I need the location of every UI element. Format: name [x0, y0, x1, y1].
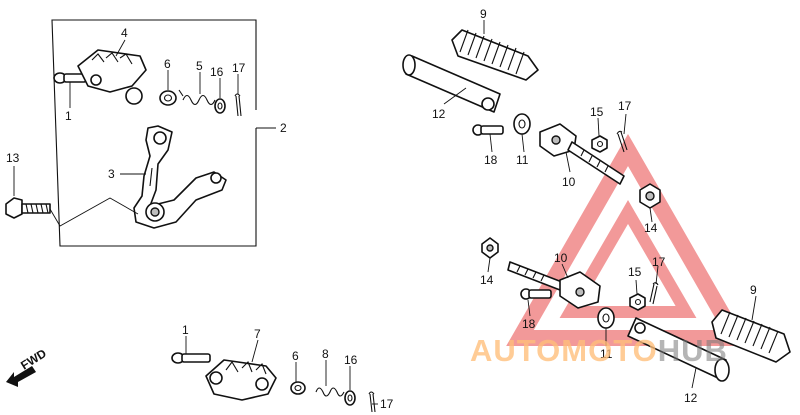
pin-18 [472, 124, 504, 136]
watermark-text-part2: HUB [657, 333, 728, 368]
assembly-frame [51, 19, 276, 247]
callout-9-lower: 9 [750, 283, 757, 297]
callout-15: 15 [590, 105, 604, 119]
bolt-13-leader [49, 197, 139, 227]
peg-shaft-12-lower [627, 317, 730, 382]
watermark-logo [506, 133, 750, 346]
callout-12-lower: 12 [684, 391, 698, 405]
callout-11: 11 [516, 153, 529, 167]
callout-15-lower: 15 [628, 265, 642, 279]
pin-18-lower [520, 288, 552, 300]
callout-5: 5 [196, 59, 203, 73]
callout-10-lower: 10 [554, 251, 568, 265]
watermark-text-part1: AUTOMOTO [470, 333, 658, 368]
right-footpeg-assembly-upper [402, 29, 628, 185]
frame-outline [51, 19, 257, 247]
cotter-pin-17 [234, 93, 242, 117]
callout-6: 6 [164, 57, 171, 71]
leader-lines [13, 20, 757, 405]
cotter-pin-17-right [649, 282, 659, 305]
washer-11 [513, 113, 531, 135]
bolt-13 [5, 197, 139, 227]
collar-6 [159, 90, 177, 106]
pivot-pin-1-lower [171, 352, 211, 364]
nut-15-lower [629, 293, 646, 311]
callout-labels: 4 1 6 5 16 17 2 3 13 1 7 6 8 16 17 9 12 … [6, 7, 757, 411]
collar-6-lower [290, 381, 306, 395]
bottom-left-footpeg-group [171, 352, 376, 413]
callout-7: 7 [254, 327, 261, 341]
washer-16 [214, 98, 226, 114]
nut-15 [591, 135, 608, 153]
callout-17: 17 [232, 61, 246, 75]
callout-18: 18 [484, 153, 498, 167]
callout-3: 3 [108, 167, 115, 181]
watermark-text: AUTOMOTOHUB [470, 333, 728, 369]
callout-14-left: 14 [480, 273, 494, 287]
rubber-grip-9-lower [711, 309, 791, 363]
nut-14-lower [481, 237, 499, 259]
washer-11-lower [597, 307, 615, 329]
cotter-pin-17-lower [368, 391, 376, 413]
callout-18-lower: 18 [522, 317, 536, 331]
callout-11-lower: 11 [600, 347, 613, 361]
cotter-pin-17-upper [616, 130, 628, 153]
callout-16-lower: 16 [344, 353, 358, 367]
callout-13: 13 [6, 151, 20, 165]
footpeg-4 [77, 49, 147, 105]
nut-14-upper [639, 183, 661, 209]
callout-6-lower: 6 [292, 349, 299, 363]
callout-14: 14 [644, 221, 658, 235]
footpeg-7 [205, 359, 277, 401]
watermark-inner-triangle [559, 200, 697, 318]
forward-direction-indicator: FWD [6, 346, 49, 387]
callout-17-right: 17 [618, 99, 632, 113]
spring-5 [178, 89, 220, 111]
watermark-outer-triangle [506, 133, 750, 346]
callout-12: 12 [432, 107, 446, 121]
pivot-pin-1 [53, 72, 87, 84]
callout-16: 16 [210, 65, 224, 79]
callout-1-lower: 1 [182, 323, 189, 337]
callout-17-lower: 17 [380, 397, 394, 411]
fwd-arrow-icon [6, 366, 36, 387]
callout-10: 10 [562, 175, 576, 189]
callout-2: 2 [280, 121, 287, 135]
spring-8 [315, 387, 345, 397]
callout-17-far-right: 17 [652, 255, 666, 269]
right-footpeg-assembly-lower [481, 183, 791, 382]
bracket-3 [133, 125, 227, 229]
washer-16-lower [344, 390, 356, 406]
callout-1: 1 [65, 109, 72, 123]
rubber-grip-9 [451, 29, 539, 81]
holder-10-lower [507, 261, 601, 309]
callout-9: 9 [480, 7, 487, 21]
peg-shaft-12 [402, 54, 501, 113]
holder-10 [539, 123, 625, 185]
left-footpeg-assembly [5, 49, 242, 229]
callout-8: 8 [322, 347, 329, 361]
callout-4: 4 [121, 26, 128, 40]
